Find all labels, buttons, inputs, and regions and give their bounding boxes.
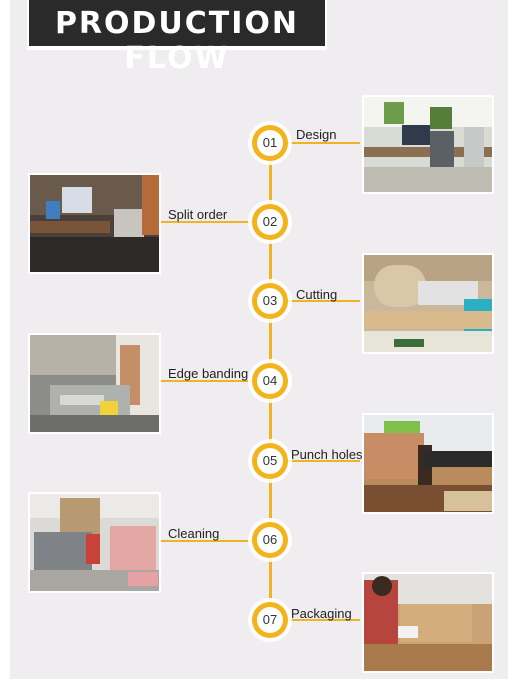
step-label-cleaning: Cleaning <box>168 526 220 541</box>
connector-01 <box>287 142 360 144</box>
step-node-06: 06 <box>252 522 288 558</box>
step-number: 06 <box>257 527 283 553</box>
step-node-04: 04 <box>252 363 288 399</box>
step-number: 07 <box>257 607 283 633</box>
step-label-design: Design <box>296 127 337 142</box>
photo-cutting-machine <box>362 253 494 354</box>
step-label-edge-banding: Edge banding <box>168 366 249 381</box>
connector-05 <box>287 460 360 462</box>
photo-cleaning-warehouse <box>28 492 161 593</box>
step-number: 02 <box>257 209 283 235</box>
step-node-01: 01 <box>252 125 288 161</box>
photo-punch-holes <box>362 413 494 514</box>
page-title: PRODUCTION FLOW <box>54 6 300 76</box>
step-node-03: 03 <box>252 283 288 319</box>
connector-03 <box>287 300 360 302</box>
step-number: 01 <box>257 130 283 156</box>
step-label-punch-holes: Punch holes <box>291 447 363 462</box>
photo-design-office <box>362 95 494 194</box>
step-node-02: 02 <box>252 204 288 240</box>
connector-02 <box>160 221 252 223</box>
step-node-07: 07 <box>252 602 288 638</box>
connector-06 <box>160 540 252 542</box>
step-number: 03 <box>257 288 283 314</box>
photo-packaging <box>362 572 494 673</box>
step-label-split-order: Split order <box>168 207 228 222</box>
step-label-cutting: Cutting <box>296 287 338 302</box>
title-banner: PRODUCTION FLOW <box>29 0 325 76</box>
step-number: 05 <box>257 448 283 474</box>
photo-edge-banding <box>28 333 161 434</box>
connector-07 <box>287 619 360 621</box>
step-node-05: 05 <box>252 443 288 479</box>
photo-split-order-office <box>28 173 161 274</box>
connector-04 <box>160 380 252 382</box>
step-label-packaging: Packaging <box>291 606 352 621</box>
step-number: 04 <box>257 368 283 394</box>
